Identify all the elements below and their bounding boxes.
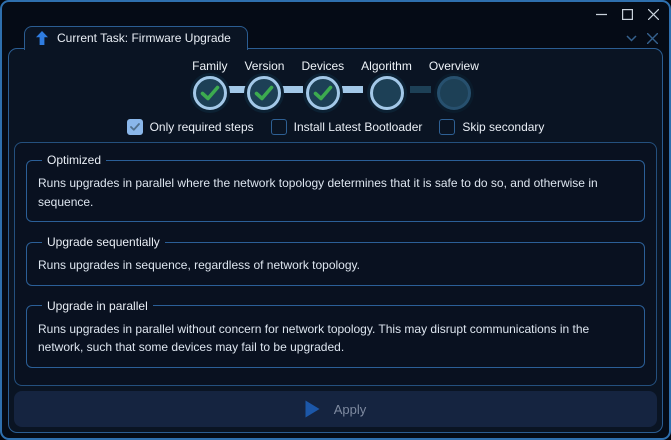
step-family: Family <box>192 59 227 110</box>
tab-bar: Current Task: Firmware Upgrade <box>2 26 669 50</box>
step-connector <box>225 86 247 93</box>
algorithm-option-title: Optimized <box>47 153 102 167</box>
close-icon <box>647 8 659 20</box>
step-label: Devices <box>301 59 345 73</box>
step-label: Version <box>244 59 285 73</box>
step-connector <box>409 86 431 93</box>
algorithm-option-title: Upgrade in parallel <box>47 298 148 313</box>
tab-list-dropdown-button[interactable] <box>624 31 638 45</box>
tab-close-button[interactable] <box>645 31 659 45</box>
wizard-stepper: Family Version Devices Alg <box>192 59 479 110</box>
step-connector <box>342 86 364 93</box>
algorithm-options-panel: Optimized Runs upgrades in parallel wher… <box>14 142 657 386</box>
minimize-icon <box>595 13 607 15</box>
step-label: Algorithm <box>361 59 412 73</box>
algorithm-option-sequential[interactable]: Upgrade sequentially Runs upgrades in se… <box>26 235 645 286</box>
upgrade-options-row: Only required steps Install Latest Bootl… <box>126 119 544 135</box>
close-tab-icon <box>646 32 658 44</box>
minimize-button[interactable] <box>593 6 609 22</box>
play-icon <box>305 400 320 418</box>
step-circle-devices[interactable] <box>305 76 340 110</box>
apply-button[interactable]: Apply <box>14 391 657 427</box>
checkbox-install-latest-bootloader[interactable]: Install Latest Bootloader <box>270 119 423 135</box>
step-version: Version <box>244 59 284 110</box>
checkbox-label: Skip secondary <box>462 120 545 134</box>
checkbox-skip-secondary[interactable]: Skip secondary <box>439 119 544 135</box>
algorithm-option-description: Runs upgrades in parallel where the netw… <box>38 176 598 209</box>
checkbox-box <box>439 119 456 135</box>
tabbar-controls <box>624 31 659 49</box>
checkbox-label: Only required steps <box>149 120 254 134</box>
arrow-up-icon <box>36 31 48 45</box>
step-label: Family <box>192 59 228 73</box>
step-circle-overview[interactable] <box>436 76 471 110</box>
maximize-button[interactable] <box>619 6 635 22</box>
step-circle-family[interactable] <box>192 76 227 110</box>
checkbox-box <box>126 119 143 135</box>
algorithm-option-title: Upgrade sequentially <box>47 235 160 250</box>
step-circle-algorithm[interactable] <box>369 76 404 110</box>
close-button[interactable] <box>645 6 661 22</box>
algorithm-option-description: Runs upgrades in parallel without concer… <box>38 321 590 355</box>
tab-label: Current Task: Firmware Upgrade <box>57 31 231 45</box>
tab-current-task[interactable]: Current Task: Firmware Upgrade <box>24 26 248 50</box>
checkbox-box <box>270 119 287 135</box>
checkbox-only-required-steps[interactable]: Only required steps <box>126 119 254 135</box>
step-algorithm: Algorithm <box>361 59 412 110</box>
apply-label: Apply <box>333 401 367 417</box>
algorithm-option-parallel[interactable]: Upgrade in parallel Runs upgrades in par… <box>26 298 645 368</box>
step-connector <box>282 86 304 93</box>
step-overview: Overview <box>429 59 479 110</box>
algorithm-option-description: Runs upgrades in sequence, regardless of… <box>38 258 360 273</box>
check-icon <box>200 85 220 101</box>
step-label: Overview <box>428 59 479 73</box>
titlebar <box>2 2 669 26</box>
check-icon <box>255 85 274 101</box>
step-devices: Devices <box>301 59 344 110</box>
chevron-down-icon <box>625 34 637 42</box>
step-circle-version[interactable] <box>247 76 282 110</box>
checkbox-label: Install Latest Bootloader <box>293 120 423 134</box>
algorithm-option-optimized[interactable]: Optimized Runs upgrades in parallel wher… <box>26 153 645 223</box>
maximize-icon <box>621 8 633 20</box>
tab-panel: Family Version Devices Alg <box>8 48 663 433</box>
check-icon <box>313 85 333 101</box>
checkbox-check-icon <box>129 123 140 131</box>
